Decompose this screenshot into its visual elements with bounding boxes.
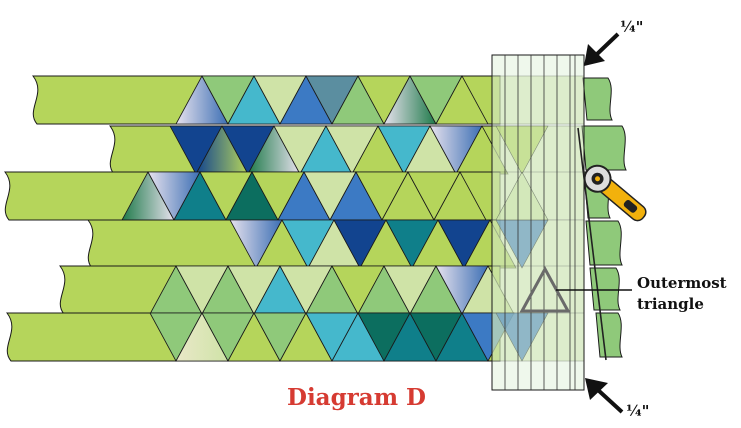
trimmed-strip-pieces [581,77,627,358]
arrow-shaft-top [593,32,620,58]
arrowhead-bottom [585,378,608,400]
cutter-hub-center [595,176,601,182]
cut-line [577,127,607,361]
trimmed-strip [595,312,623,358]
quilt-row [31,75,501,125]
quilt-row [86,219,517,269]
fabric-triangle [495,312,549,362]
arrowhead-top [584,44,605,66]
quarter-inch-ruler [491,54,607,391]
fabric-triangle [435,75,489,125]
quilt-row [58,265,515,315]
quarter-inch-label-top: ¼" [620,18,643,36]
quilt-row [108,125,509,175]
quarter-inch-label-bottom: ¼" [626,402,649,420]
arrow-shaft-bottom [596,388,624,414]
outermost-label-line1: Outermost [637,274,727,292]
trimmed-strip [589,267,621,311]
quilt-row [5,312,515,362]
quilt-row [3,171,501,221]
fabric-triangle [495,125,549,175]
annotations [519,32,647,414]
diagram-title: Diagram D [287,384,426,411]
fabric-triangle [495,171,549,221]
outermost-label-line2: triangle [637,295,704,313]
rotary-cutter [583,164,647,222]
trimmed-strip [582,77,613,121]
quilt-rows [3,75,585,362]
trimmed-strip [581,125,627,171]
cutter-grip [623,200,638,213]
trimmed-strip [585,220,623,266]
ruler-body [491,54,585,391]
